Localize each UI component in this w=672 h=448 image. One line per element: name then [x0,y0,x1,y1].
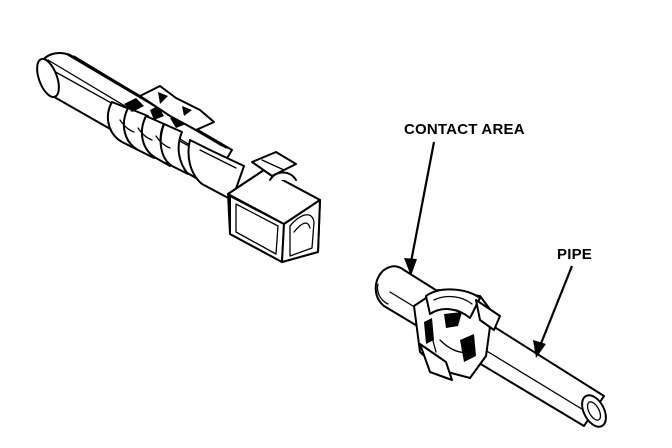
female-terminal [36,52,321,263]
pipe-label: PIPE [557,246,592,263]
contact-area-leader [404,141,436,276]
contact-area-label: CONTACT AREA [404,121,525,138]
pipe-leader [533,265,574,358]
male-pipe-terminal [374,265,607,428]
